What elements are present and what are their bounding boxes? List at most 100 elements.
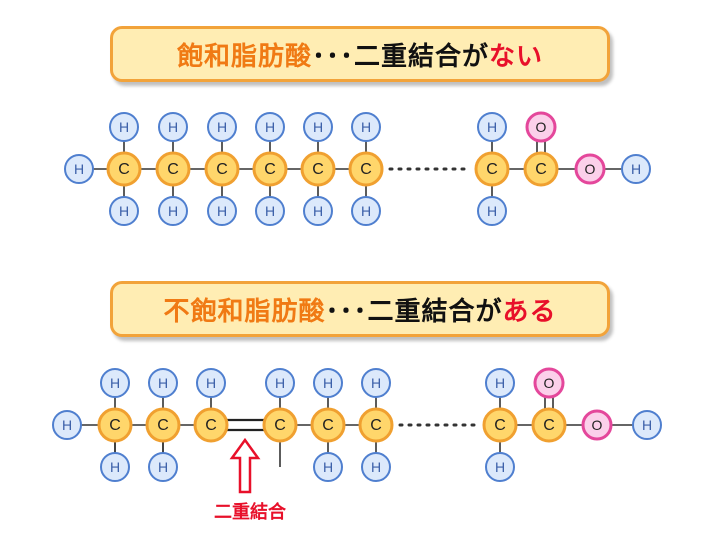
- carbon-atom-label: C: [157, 417, 169, 434]
- carbon-atom: [348, 151, 384, 187]
- hydrogen-atom: [313, 452, 343, 482]
- hydrogen-atom-label: H: [313, 119, 323, 135]
- carbon-atom: [474, 151, 510, 187]
- hydrogen-atom-label: H: [119, 119, 129, 135]
- carbon-atom-label: C: [167, 161, 179, 178]
- carbon-atom: [155, 151, 191, 187]
- hydrogen-atom: [303, 112, 333, 142]
- hydrogen-atom: [255, 196, 285, 226]
- hydrogen-atom-label: H: [158, 375, 168, 391]
- hydrogen-atom: [196, 368, 226, 398]
- hydrogen-atom-label: H: [217, 119, 227, 135]
- hydrogen-atom-label: H: [323, 375, 333, 391]
- unsaturated-fatty-acid-label: 不飽和脂肪酸: [163, 296, 326, 327]
- hydrogen-atom-label: H: [74, 161, 84, 177]
- oxygen-atom: [533, 367, 565, 399]
- carbon-atom: [193, 407, 229, 443]
- carbon-atom: [106, 151, 142, 187]
- hydrogen-atom-label: H: [361, 119, 371, 135]
- hydrogen-atom: [485, 368, 515, 398]
- oxygen-atom: [581, 409, 613, 441]
- double-bond-label: 二重結合: [214, 502, 286, 523]
- carbon-atom-label: C: [370, 417, 382, 434]
- hydrogen-atom-label: H: [217, 203, 227, 219]
- hydrogen-atom-label: H: [206, 375, 216, 391]
- hydrogen-atom: [621, 154, 651, 184]
- hydrogen-atom-label: H: [265, 119, 275, 135]
- oxygen-atom-label: O: [592, 417, 603, 433]
- hydrogen-atom: [52, 410, 82, 440]
- hydrogen-atom-label: H: [158, 459, 168, 475]
- hydrogen-atom: [158, 196, 188, 226]
- hydrogen-atom: [485, 452, 515, 482]
- hydrogen-atom-label: H: [168, 203, 178, 219]
- hydrogen-atom-label: H: [323, 459, 333, 475]
- hydrogen-atom: [109, 196, 139, 226]
- unsaturated-phrase: 二重結合が: [367, 296, 503, 327]
- hydrogen-atom: [351, 196, 381, 226]
- hydrogen-atom: [100, 368, 130, 398]
- oxygen-atom-label: O: [536, 119, 547, 135]
- hydrogen-atom-label: H: [119, 203, 129, 219]
- hydrogen-atom-label: H: [313, 203, 323, 219]
- oxygen-atom-label: O: [585, 161, 596, 177]
- hydrogen-atom: [148, 452, 178, 482]
- hydrogen-atom: [313, 368, 343, 398]
- oxygen-atom: [574, 153, 606, 185]
- saturated-phrase: 二重結合が: [354, 41, 490, 72]
- saturated-emphasis: ない: [489, 41, 544, 72]
- hydrogen-atom-label: H: [371, 459, 381, 475]
- carbon-atom-label: C: [535, 161, 547, 178]
- hydrogen-atom: [361, 452, 391, 482]
- carbon-atom-label: C: [494, 417, 506, 434]
- carbon-atom-label: C: [216, 161, 228, 178]
- hydrogen-atom: [207, 112, 237, 142]
- hydrogen-atom-label: H: [487, 203, 497, 219]
- carbon-atom-label: C: [109, 417, 121, 434]
- carbon-atom: [300, 151, 336, 187]
- carbon-atom: [145, 407, 181, 443]
- hydrogen-atom-label: H: [495, 375, 505, 391]
- unsaturated-separator: ･･･: [325, 296, 368, 327]
- hydrogen-atom: [158, 112, 188, 142]
- hydrogen-atom-label: H: [62, 417, 72, 433]
- hydrogen-atom-label: H: [110, 459, 120, 475]
- carbon-atom-label: C: [322, 417, 334, 434]
- hydrogen-atom-label: H: [110, 375, 120, 391]
- oxygen-atom: [525, 111, 557, 143]
- carbon-atom-label: C: [312, 161, 324, 178]
- carbon-atom-label: C: [205, 417, 217, 434]
- carbon-atom-label: C: [118, 161, 130, 178]
- hydrogen-atom: [148, 368, 178, 398]
- hydrogen-atom: [303, 196, 333, 226]
- hydrogen-atom-label: H: [631, 161, 641, 177]
- hydrogen-atom-label: H: [361, 203, 371, 219]
- hydrogen-atom: [207, 196, 237, 226]
- hydrogen-atom: [477, 196, 507, 226]
- hydrogen-atom-label: H: [495, 459, 505, 475]
- carbon-atom: [358, 407, 394, 443]
- hydrogen-atom: [361, 368, 391, 398]
- carbon-atom: [204, 151, 240, 187]
- hydrogen-atom: [109, 112, 139, 142]
- hydrogen-atom: [477, 112, 507, 142]
- saturated-separator: ･･･: [311, 41, 354, 72]
- carbon-atom: [262, 407, 298, 443]
- carbon-atom: [531, 407, 567, 443]
- oxygen-atom-label: O: [544, 375, 555, 391]
- carbon-atom: [310, 407, 346, 443]
- saturated-title-box: 飽和脂肪酸 ･･･ 二重結合が ない: [110, 26, 610, 82]
- hydrogen-atom-label: H: [168, 119, 178, 135]
- hydrogen-atom: [351, 112, 381, 142]
- hydrogen-atom: [64, 154, 94, 184]
- carbon-atom-label: C: [486, 161, 498, 178]
- hydrogen-atom: [100, 452, 130, 482]
- hydrogen-atom: [632, 410, 662, 440]
- saturated-fatty-acid-label: 飽和脂肪酸: [176, 41, 312, 72]
- carbon-atom-label: C: [360, 161, 372, 178]
- carbon-atom: [523, 151, 559, 187]
- carbon-atom-label: C: [543, 417, 555, 434]
- carbon-atom: [97, 407, 133, 443]
- hydrogen-atom-label: H: [371, 375, 381, 391]
